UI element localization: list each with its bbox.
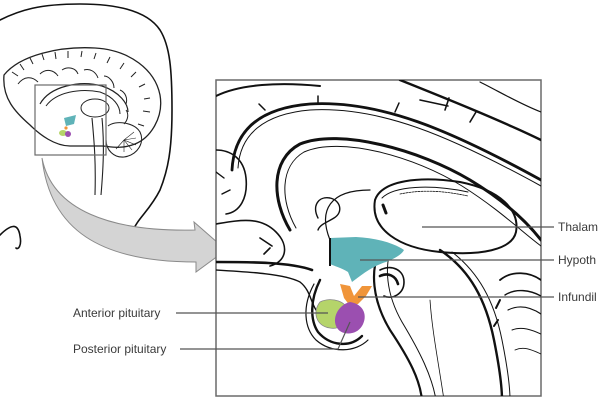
label-anterior-pituitary: Anterior pituitary (73, 306, 161, 320)
label-hypothalamus: Hypoth (558, 253, 597, 267)
leader-lines (176, 226, 554, 350)
leader-posterior-pituitary (180, 321, 351, 350)
posterior-pituitary-region (334, 302, 365, 334)
small-brain (3, 47, 162, 196)
label-thalamus: Thalam (558, 220, 599, 234)
label-posterior-pituitary: Posterior pituitary (73, 342, 167, 356)
magnified-frame (215, 79, 542, 397)
inset-frame-small (34, 84, 107, 156)
label-infundibulum: Infundil (558, 290, 597, 304)
infundibulum-region (340, 284, 372, 306)
head-outline (0, 3, 173, 250)
magnified-brain (216, 80, 541, 396)
zoom-arrow (41, 157, 227, 273)
